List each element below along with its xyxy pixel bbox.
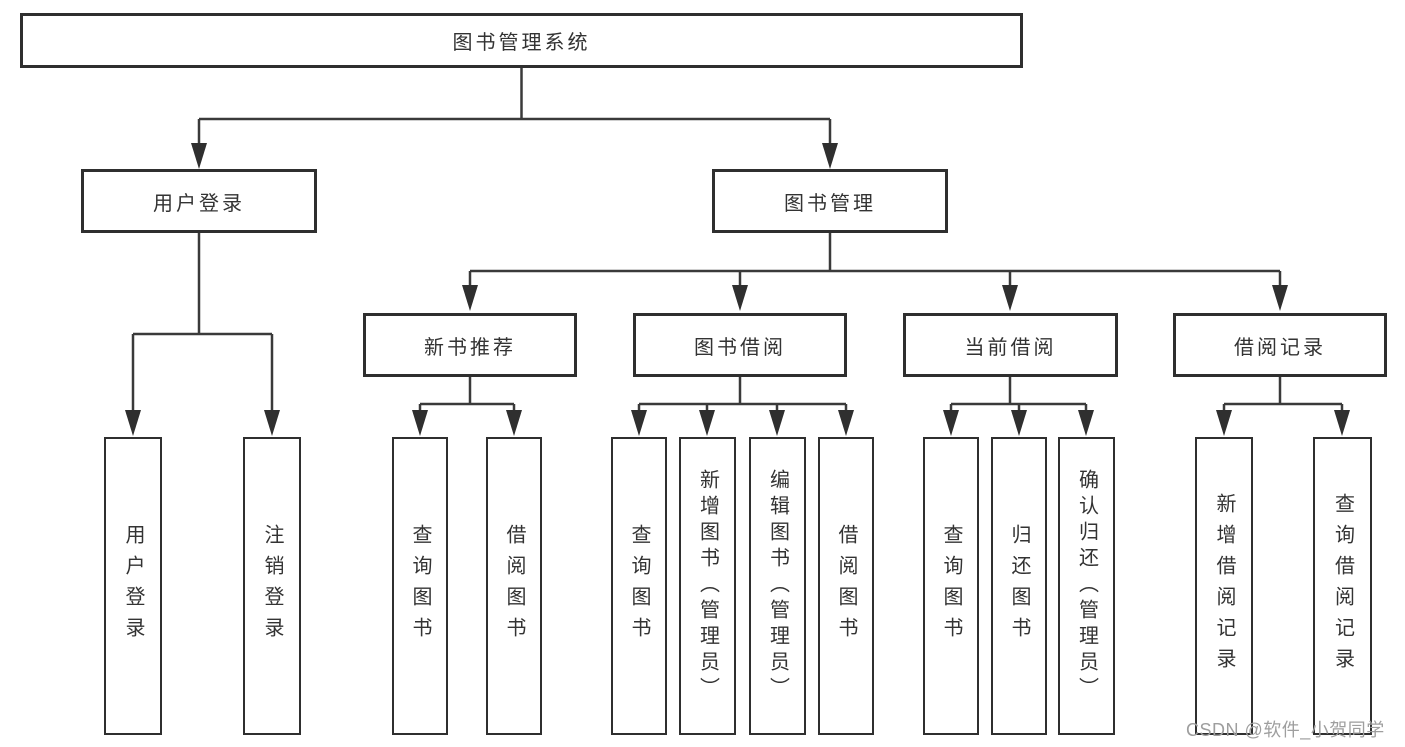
leaf-borrow-books-recommend: 借阅图书 [486, 437, 542, 735]
node-book-management-label: 图书管理 [784, 192, 876, 215]
leaf-borrow-books-recommend-label: 借阅图书 [503, 524, 525, 648]
leaf-edit-books-admin-label: 编辑图书（管理员） [766, 469, 789, 703]
node-new-book-recommend: 新书推荐 [363, 313, 577, 377]
leaf-query-books-borrowing-label: 查询图书 [628, 524, 650, 648]
leaf-add-borrow-record: 新增借阅记录 [1195, 437, 1253, 735]
leaf-return-books: 归还图书 [991, 437, 1047, 735]
leaf-add-books-admin: 新增图书（管理员） [679, 437, 736, 735]
node-user-login-label: 用户登录 [153, 192, 245, 215]
node-book-borrowing-label: 图书借阅 [694, 336, 786, 359]
leaf-borrow-books: 借阅图书 [818, 437, 874, 735]
node-current-borrowing: 当前借阅 [903, 313, 1118, 377]
leaf-edit-books-admin: 编辑图书（管理员） [749, 437, 806, 735]
node-root-library-system: 图书管理系统 [20, 13, 1023, 68]
leaf-borrow-books-label: 借阅图书 [835, 524, 857, 648]
leaf-query-borrow-record-label: 查询借阅记录 [1331, 493, 1354, 679]
csdn-watermark: CSDN @软件_小贺同学 [1186, 720, 1385, 740]
leaf-user-login-label: 用户登录 [122, 524, 144, 648]
leaf-logout: 注销登录 [243, 437, 301, 735]
leaf-user-login: 用户登录 [104, 437, 162, 735]
leaf-add-books-admin-label: 新增图书（管理员） [696, 469, 719, 703]
node-borrowing-records: 借阅记录 [1173, 313, 1387, 377]
leaf-query-books-recommend-label: 查询图书 [409, 524, 431, 648]
leaf-query-books-current-label: 查询图书 [940, 524, 962, 648]
leaf-query-borrow-record: 查询借阅记录 [1313, 437, 1372, 735]
node-borrowing-records-label: 借阅记录 [1234, 336, 1326, 359]
leaf-confirm-return-admin: 确认归还（管理员） [1058, 437, 1115, 735]
node-root-label: 图书管理系统 [452, 32, 591, 54]
leaf-logout-label: 注销登录 [261, 524, 283, 648]
leaf-confirm-return-admin-label: 确认归还（管理员） [1075, 469, 1098, 703]
leaf-query-books-current: 查询图书 [923, 437, 979, 735]
node-book-borrowing: 图书借阅 [633, 313, 847, 377]
node-user-login: 用户登录 [81, 169, 317, 233]
leaf-query-books-recommend: 查询图书 [392, 437, 448, 735]
leaf-add-borrow-record-label: 新增借阅记录 [1213, 493, 1235, 679]
node-current-borrowing-label: 当前借阅 [964, 336, 1057, 359]
leaf-query-books-borrowing: 查询图书 [611, 437, 667, 735]
node-new-book-recommend-label: 新书推荐 [424, 336, 516, 359]
leaf-return-books-label: 归还图书 [1008, 524, 1030, 648]
node-book-management: 图书管理 [712, 169, 948, 233]
